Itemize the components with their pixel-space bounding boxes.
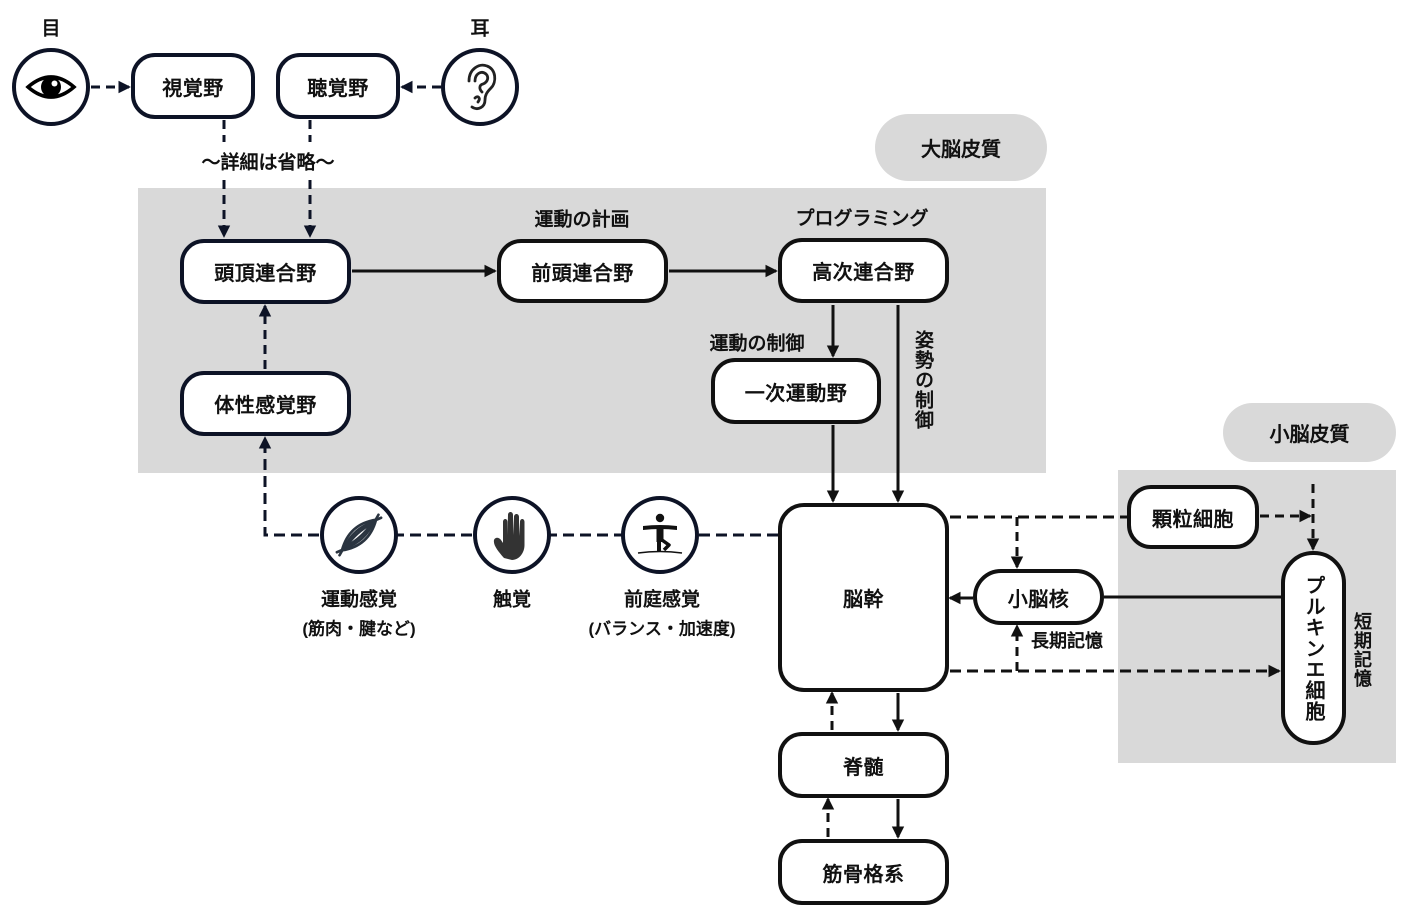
eye-circle — [12, 48, 90, 126]
vestibular-sense-circle — [621, 496, 699, 574]
primary-motor-node[interactable]: 一次運動野 — [711, 358, 881, 424]
purkinje-cells-node[interactable]: プルキンエ細胞 — [1281, 551, 1346, 745]
vestibular-sense-label: 前庭感覚 — [623, 589, 701, 611]
motor-planning-label: 運動の計画 — [534, 209, 630, 231]
touch-sense-label: 触覚 — [492, 589, 532, 611]
long-term-memory-label: 長期記憶 — [1031, 631, 1103, 651]
prefrontal-association-node[interactable]: 前頭連合野 — [497, 239, 668, 303]
higher-association-node[interactable]: 高次連合野 — [778, 238, 949, 303]
touch-sense-circle — [473, 496, 551, 574]
dash-sensory-feedback — [258, 436, 778, 537]
motor-control-label: 運動の制御 — [709, 333, 805, 355]
details-omitted-label: ～詳細は省略～ — [201, 152, 335, 174]
cerebral-cortex-label: 大脳皮質 — [875, 114, 1047, 181]
kinesthetic-sense-sublabel: (筋肉・腱など) — [302, 619, 416, 639]
brainstem-node[interactable]: 脳幹 — [778, 503, 949, 692]
granule-cells-node[interactable]: 顆粒細胞 — [1127, 485, 1259, 549]
posture-control-label: 姿勢の制御 — [912, 330, 933, 430]
programming-label: プログラミング — [795, 208, 929, 230]
ear-label: 耳 — [470, 18, 490, 40]
cerebellar-nuclei-node[interactable]: 小脳核 — [973, 569, 1104, 625]
short-term-memory-label: 短期記憶 — [1352, 612, 1372, 688]
eye-icon — [25, 75, 77, 99]
kinesthetic-sense-circle — [320, 496, 398, 574]
eye-label: 目 — [41, 18, 61, 40]
spinal-cord-node[interactable]: 脊髄 — [778, 732, 949, 798]
ear-circle — [441, 48, 519, 126]
vestibular-sense-sublabel: (バランス・加速度) — [588, 619, 736, 639]
parietal-association-node[interactable]: 頭頂連合野 — [180, 239, 351, 304]
auditory-cortex-node[interactable]: 聴覚野 — [276, 53, 400, 119]
balance-icon — [637, 513, 683, 554]
cerebellar-cortex-label: 小脳皮質 — [1223, 403, 1396, 462]
musculoskeletal-node[interactable]: 筋骨格系 — [778, 839, 949, 905]
visual-cortex-node[interactable]: 視覚野 — [131, 53, 255, 119]
somatosensory-node[interactable]: 体性感覚野 — [180, 371, 351, 436]
muscle-icon — [335, 513, 383, 557]
ear-icon — [467, 63, 497, 110]
kinesthetic-sense-label: 運動感覚 — [320, 589, 398, 611]
hand-icon — [493, 512, 525, 560]
